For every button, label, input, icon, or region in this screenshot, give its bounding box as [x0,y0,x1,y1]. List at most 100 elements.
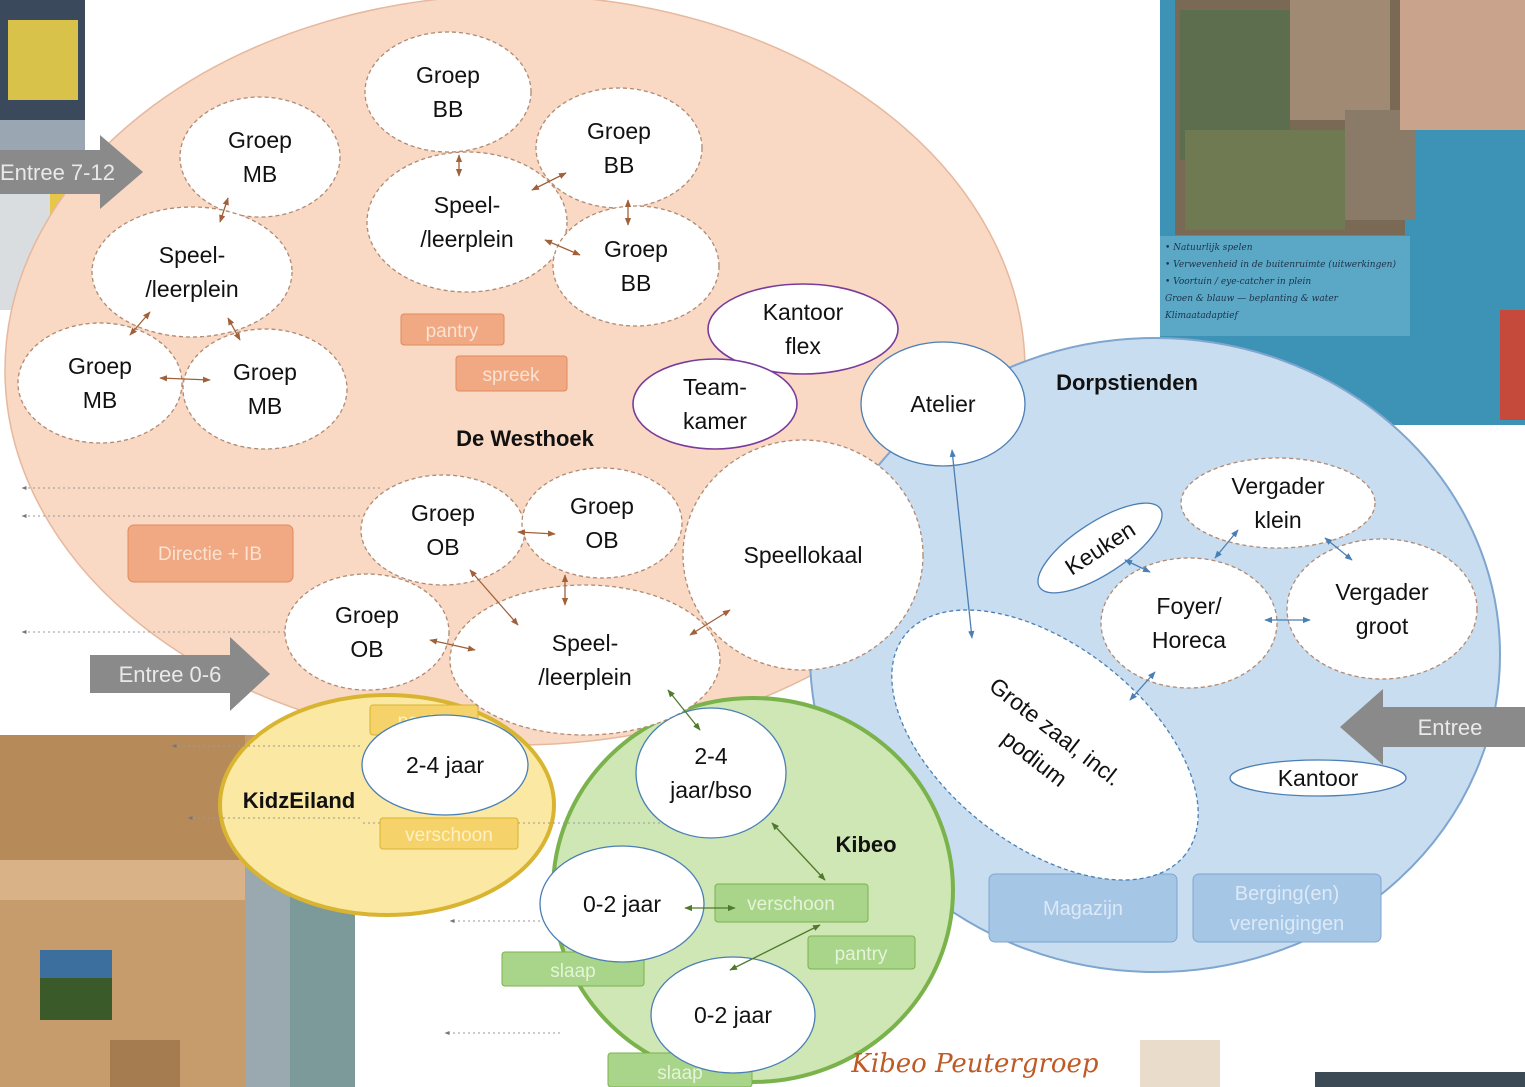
room-label: groot [1356,613,1409,639]
entrance-label-0-6: Entree 0-6 [119,662,222,687]
room-label: flex [785,333,821,359]
entrance-arrow-0-6 [90,637,270,711]
svg-text:Directie + IB: Directie + IB [158,544,262,565]
connection-arrow [771,822,826,881]
room-label: 0-2 jaar [694,1002,772,1028]
connection-arrow [667,689,701,731]
room-label: Vergader [1231,473,1325,499]
svg-text:verschoon: verschoon [405,825,493,846]
entrance-arrow-7-12 [0,135,143,209]
svg-text:Berging(en): Berging(en) [1235,883,1340,905]
entrance-arrow-main [1340,689,1525,765]
photo-bottom-item [1140,1040,1220,1087]
connection-arrow [1214,529,1239,559]
room-grote-zaal: Grote zaal, incl.podium [891,609,1199,881]
zone-title-kibeo: Kibeo [835,832,896,857]
room-label: Speellokaal [744,542,863,568]
connection-arrow [129,311,151,336]
connection-arrow [1124,559,1151,573]
room-label: OB [585,527,618,553]
connection-arrow [544,239,581,256]
connection-arrow [1324,537,1353,561]
room-label: /leerplein [145,276,238,302]
room-label: BB [621,270,652,296]
svg-text:verenigingen: verenigingen [1230,913,1345,935]
connection-arrow [159,375,211,383]
box-berging: Berging(en) verenigingen [1192,873,1382,943]
room-label: 2-4 jaar [406,752,484,778]
connection-arrow [729,924,821,971]
room-label: OB [350,636,383,662]
entrance-label-main: Entree [1418,715,1483,740]
room-foyer: Foyer/Horeca [1100,557,1278,689]
zone-title-westhoek: De Westhoek [456,426,595,451]
room-label: Kantoor [763,299,844,325]
svg-text:Magazijn: Magazijn [1043,898,1123,920]
box-pantry-westhoek: pantry [400,313,505,346]
box-magazijn: Magazijn [988,873,1178,943]
room-label: Groep [68,353,132,379]
room-label: Horeca [1152,627,1226,653]
room-label: Groep [570,493,634,519]
room-label: Groep [587,118,651,144]
room-speellokaal: Speellokaal [682,439,924,671]
room-kibeo-02a: 0-2 jaar [539,845,705,963]
board-notes: • Natuurlijk spelen • Verwevenheid in de … [1164,243,1396,321]
room-label: Foyer/ [1156,593,1222,619]
connections [129,154,1353,971]
connection-arrow [517,529,556,537]
room-speel-ob: Speel-/leerplein [449,584,721,736]
room-kibeo-02b: 0-2 jaar [650,956,816,1074]
photo-board [1160,0,1525,425]
board-note-line: Klimaatadaptief [1164,311,1239,321]
svg-text:spreek: spreek [482,365,540,386]
room-label: 2-4 [694,743,727,769]
connection-arrow [949,449,975,639]
room-label: /leerplein [420,226,513,252]
connection-arrow [689,609,731,636]
room-label: BB [433,96,464,122]
box-directie: Directie + IB [127,524,294,583]
room-label: kamer [683,408,747,434]
board-note-line: • Voortuin / eye-catcher in plein [1165,277,1311,287]
room-label: Speel- [434,192,500,218]
room-label: MB [248,393,283,419]
connection-arrow [469,569,519,626]
room-label: Groep [604,236,668,262]
room-label: MB [243,161,278,187]
connection-arrow [429,638,476,652]
room-label: Groep [411,500,475,526]
room-kantoor: Kantoor [1229,759,1407,797]
room-label: Groep [335,602,399,628]
zone-title-dorpstienden: Dorpstienden [1056,370,1198,395]
room-atelier: Atelier [860,341,1026,467]
room-label: MB [83,387,118,413]
room-label: Kantoor [1278,765,1359,791]
room-label: Groep [228,127,292,153]
board-note-line: • Natuurlijk spelen [1165,243,1253,253]
room-label: Speel- [159,242,225,268]
box-pantry-kibeo: pantry [807,935,916,970]
svg-text:slaap: slaap [657,1063,702,1084]
room-kidz-24: 2-4 jaar [361,714,529,816]
svg-text:pantry: pantry [426,321,479,342]
photo-caption: Kibeo Peutergroep [850,1049,1099,1079]
room-label: /leerplein [538,664,631,690]
board-note-line: Groen & blauw — beplanting & water [1165,294,1339,304]
connection-arrow [227,317,241,341]
room-label: BB [604,152,635,178]
room-teamkamer: Team-kamer [632,358,798,450]
svg-text:slaap: slaap [550,961,595,982]
board-note-line: • Verwevenheid in de buitenruimte (uitwe… [1165,259,1396,270]
